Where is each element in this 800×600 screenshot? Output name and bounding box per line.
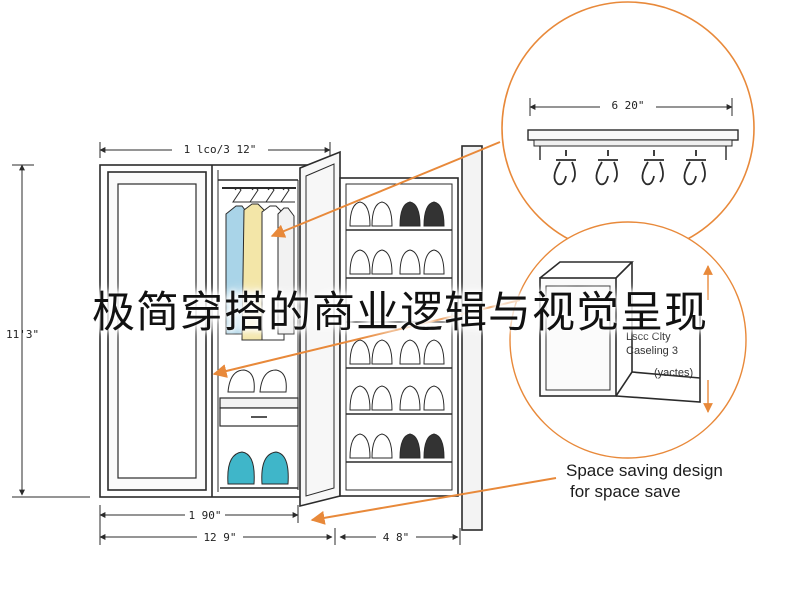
cube-detail-circle: [509, 221, 747, 459]
cube-note-line2: Caseling 3: [626, 345, 678, 357]
cube-note-line1: Lscc Clty: [626, 331, 671, 343]
bottom-right-label: 4 8": [383, 531, 410, 544]
bottom-total-label: 12 9": [203, 531, 236, 544]
wardrobe-body: [99, 164, 336, 498]
space-saving-line2: for space save: [570, 482, 681, 501]
top-width-label: 1 lco/3 12": [184, 143, 257, 156]
rail-detail-circle: [501, 1, 755, 255]
left-height-label: 11'3": [6, 328, 39, 341]
headline-title: 极简穿搭的商业逻辑与视觉呈现: [92, 288, 708, 338]
left-height-dimension: 11'3": [6, 164, 90, 498]
cabinet-shoes: [349, 201, 445, 459]
hanging-clothes: [225, 187, 295, 341]
bottom-inner-label: 1 90": [188, 509, 221, 522]
callout-arrows: [212, 141, 557, 525]
side-panel: [461, 145, 483, 531]
rail-length-label: 6 20": [611, 99, 644, 112]
top-dimension: 1 lco/3 12": [99, 142, 331, 158]
bottom-dimensions: [99, 505, 461, 545]
cube-note-line3: (yactes): [654, 367, 693, 379]
wardrobe-shoes: [227, 369, 289, 485]
space-saving-line1: Space saving design: [566, 461, 723, 480]
